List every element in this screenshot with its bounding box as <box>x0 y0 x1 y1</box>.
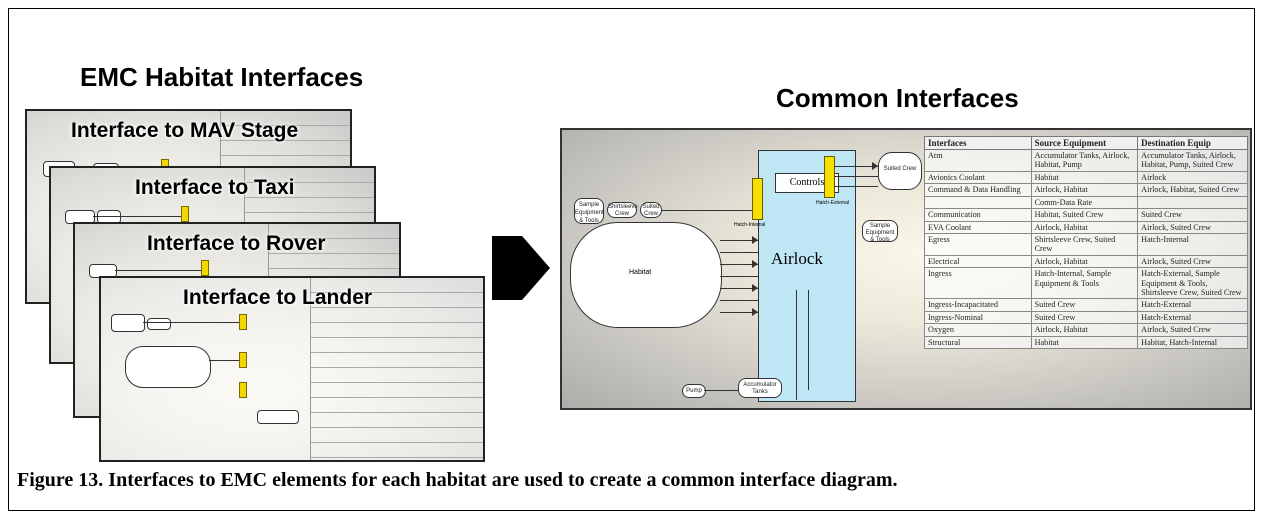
hatch-external-node <box>824 156 835 198</box>
slide-title: Interface to Lander <box>183 286 373 309</box>
airlock-label: Airlock <box>771 249 823 268</box>
right-arrow-icon <box>492 236 550 300</box>
header-destination-equip: Destination Equip <box>1137 136 1248 150</box>
shirtsleeve-crew-node: Shirtsleeve Crew <box>607 202 638 218</box>
mini-table <box>310 278 483 460</box>
hatch-external-label: Hatch-External <box>816 200 850 206</box>
slide-lander: Interface to Lander <box>99 276 485 462</box>
hatch-internal-node <box>752 178 763 220</box>
suited-crew-node-left: Suited Crew <box>640 202 662 218</box>
figure-caption: Figure 13. Interfaces to EMC elements fo… <box>17 469 898 491</box>
mini-diagram <box>81 250 249 400</box>
sample-equipment-node-right: Sample Equipment & Tools <box>862 220 898 243</box>
table-row: Comm-Data Rate <box>924 195 1248 210</box>
habitat-label: Habitat <box>629 269 652 276</box>
table-header-row: Interfaces Source Equipment Destination … <box>924 136 1248 150</box>
pump-node: Pump <box>682 384 706 398</box>
slide-title: Interface to Taxi <box>135 176 295 199</box>
header-interfaces: Interfaces <box>924 136 1032 150</box>
accumulator-tanks-node: Accumulator Tanks <box>738 378 782 398</box>
controls-label: Controls <box>775 173 839 193</box>
sample-equipment-node: Sample Equipment & Tools <box>574 198 604 224</box>
airlock-node: Controls Airlock <box>758 150 856 402</box>
mini-diagram <box>57 196 225 346</box>
common-interfaces-table: Interfaces Source Equipment Destination … <box>924 136 1248 350</box>
hatch-internal-label: Hatch-Internal <box>734 222 766 228</box>
slide-title: Interface to MAV Stage <box>71 119 299 142</box>
mini-diagram <box>107 300 306 460</box>
header-source-equipment: Source Equipment <box>1030 136 1139 150</box>
habitat-node: Habitat <box>570 222 722 328</box>
suited-crew-node-right: Suited Crew <box>878 152 922 190</box>
right-title: Common Interfaces <box>776 83 1019 113</box>
common-interfaces-slide: Habitat Sample Equipment & Tools Shirtsl… <box>560 128 1252 410</box>
left-title: EMC Habitat Interfaces <box>80 62 364 92</box>
slide-title: Interface to Rover <box>147 232 326 255</box>
